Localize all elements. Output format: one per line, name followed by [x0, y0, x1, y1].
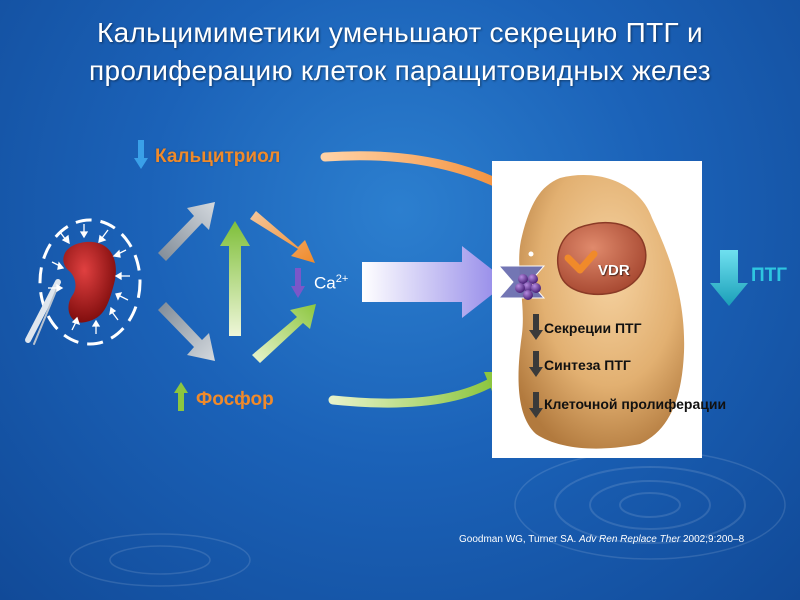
calcium-to-cell-arrow	[362, 246, 508, 318]
calcitriol-to-calcium-arrow	[250, 211, 315, 263]
calcium-charge: 2+	[335, 273, 349, 285]
slide-title: Кальцимиметики уменьшают секрецию ПТГ и …	[0, 14, 800, 90]
vdr-nucleus	[557, 221, 647, 295]
citation-journal: Adv Ren Replace Ther	[579, 534, 681, 545]
cell-effect-secretion: Секреции ПТГ	[544, 320, 642, 336]
citation: Goodman WG, Turner SA. Adv Ren Replace T…	[459, 534, 744, 545]
pth-down-arrow-icon	[710, 250, 748, 306]
calcitriol-down-arrow-icon	[134, 140, 148, 169]
title-line-1: Кальцимиметики уменьшают секрецию ПТГ и	[97, 17, 703, 48]
title-line-2: пролиферацию клеток паращитовидных желез	[89, 55, 711, 86]
proliferation-down-arrow-icon	[529, 392, 543, 418]
phosphorus-to-cell-arrow	[328, 372, 512, 408]
phosphorus-up-arrow-icon	[174, 382, 188, 411]
citation-authors: Goodman WG, Turner SA.	[459, 534, 580, 545]
water-ripples-decoration	[69, 450, 786, 587]
cell-effect-down-arrows	[529, 314, 543, 418]
calcitriol-label: Кальцитриол	[155, 146, 281, 167]
vdr-receptor-icon	[564, 250, 598, 274]
vdr-label: VDR	[598, 262, 630, 279]
kidney-to-phosphorus-arrow	[158, 302, 215, 361]
phosphorus-to-calcium-arrow	[252, 304, 316, 363]
calcium-symbol: Ca	[314, 273, 336, 293]
phosphorus-to-calcitriol-arrow	[220, 221, 250, 336]
phosphorus-label: Фосфор	[196, 389, 274, 410]
kidney-to-calcitriol-arrow	[158, 202, 215, 261]
citation-details: 2002;9:200–8	[680, 534, 745, 545]
receptor-dot-icon	[528, 251, 534, 257]
calcium-down-arrow-icon	[291, 268, 305, 298]
cell-effect-synthesis: Синтеза ПТГ	[544, 357, 631, 373]
calcimimetic-molecule-icon	[515, 274, 541, 300]
secretion-down-arrow-icon	[529, 314, 543, 340]
calcium-label: Ca2+	[314, 273, 348, 294]
pth-label: ПТГ	[751, 265, 788, 286]
synthesis-down-arrow-icon	[529, 351, 543, 377]
kidney-icon	[25, 218, 142, 346]
cell-effect-proliferation: Клеточной пролиферации	[544, 396, 727, 412]
